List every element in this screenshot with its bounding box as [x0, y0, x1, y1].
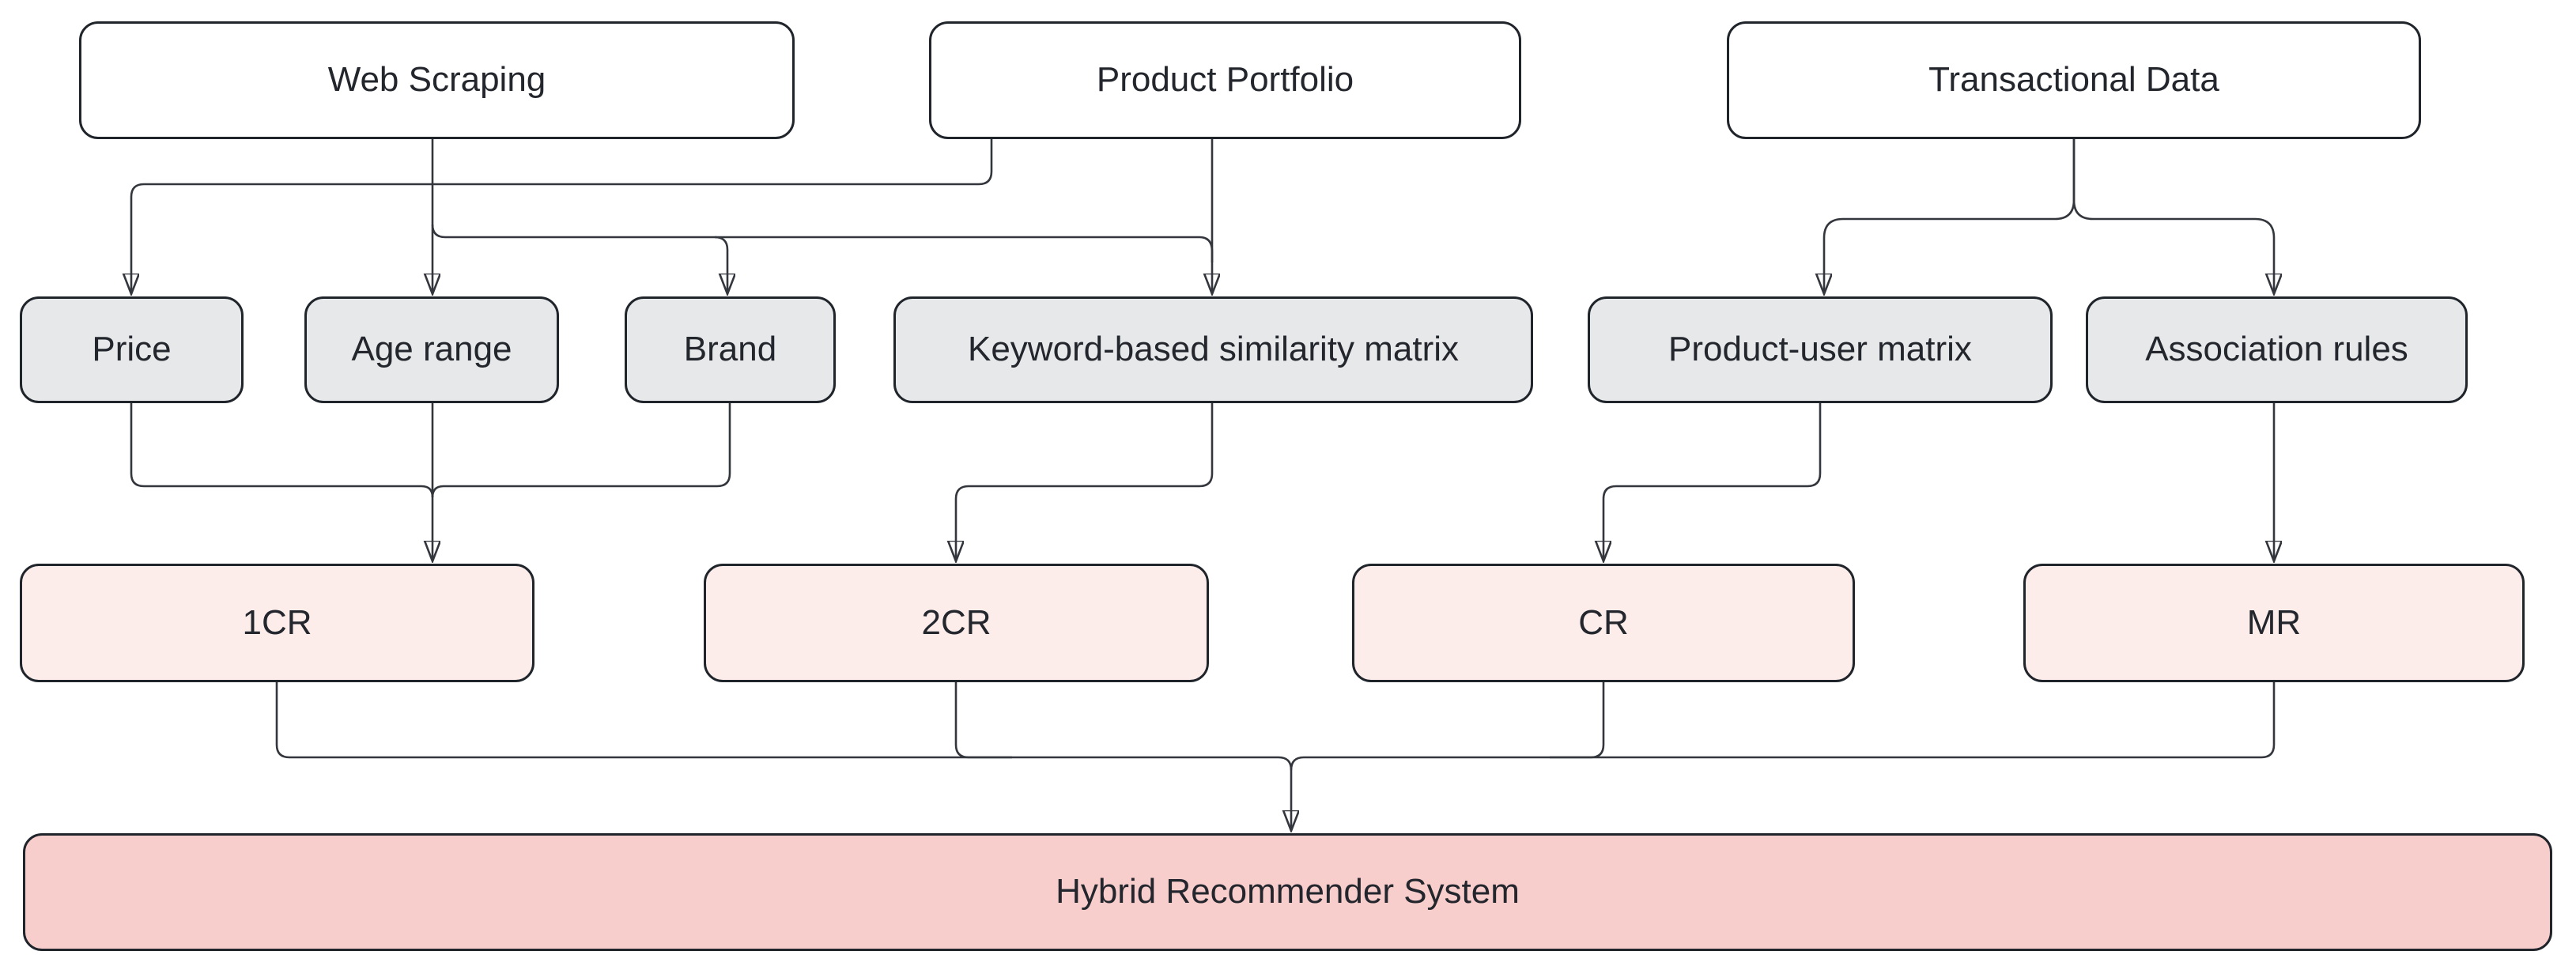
node-product-user-matrix[interactable]: Product-user matrix	[1588, 296, 2053, 403]
edge-transactional-data-to-association-rules	[2072, 139, 2274, 294]
node-web-scraping[interactable]: Web Scraping	[79, 21, 795, 139]
node-label: Hybrid Recommender System	[1056, 872, 1520, 911]
edge-product-portfolio-to-price	[131, 139, 993, 294]
node-label: Product-user matrix	[1668, 330, 1972, 369]
edge-2cr-to-hybrid	[954, 682, 1012, 759]
node-mr[interactable]: MR	[2023, 564, 2525, 682]
node-label: 2CR	[921, 602, 991, 642]
node-label: Product Portfolio	[1096, 60, 1354, 100]
node-brand[interactable]: Brand	[625, 296, 836, 403]
edge-product-user-matrix-to-cr	[1603, 403, 1822, 561]
node-label: Brand	[683, 330, 777, 369]
node-transactional-data[interactable]: Transactional Data	[1727, 21, 2421, 139]
node-product-portfolio[interactable]: Product Portfolio	[929, 21, 1521, 139]
node-label: Web Scraping	[327, 60, 546, 100]
edge-web-scraping-to-brand	[714, 236, 727, 294]
node-label: 1CR	[242, 602, 312, 642]
edge-transactional-data-to-product-user-matrix	[1824, 139, 2076, 294]
node-2cr[interactable]: 2CR	[704, 564, 1209, 682]
edge-price-to-1cr	[130, 403, 434, 498]
edge-web-scraping-branch-trunk	[431, 224, 1214, 262]
node-label: MR	[2246, 602, 2302, 642]
node-1cr[interactable]: 1CR	[20, 564, 534, 682]
node-label: Association rules	[2145, 330, 2408, 369]
edge-1cr-to-hybrid	[275, 682, 1291, 831]
node-price[interactable]: Price	[20, 296, 244, 403]
node-label: Price	[92, 330, 172, 369]
node-label: Keyword-based similarity matrix	[967, 330, 1460, 369]
node-association-rules[interactable]: Association rules	[2086, 296, 2468, 403]
node-age-range[interactable]: Age range	[304, 296, 559, 403]
node-cr[interactable]: CR	[1352, 564, 1855, 682]
node-keyword-based-similarity-matrix[interactable]: Keyword-based similarity matrix	[893, 296, 1533, 403]
node-label: Transactional Data	[1928, 60, 2219, 100]
edge-brand-to-1cr	[431, 403, 731, 498]
node-hybrid-recommender-system[interactable]: Hybrid Recommender System	[23, 833, 2552, 951]
edge-cr-to-hybrid	[1550, 682, 1605, 759]
edge-keyword-matrix-to-2cr	[956, 403, 1214, 561]
edge-mr-to-hybrid	[1290, 682, 2276, 771]
node-label: CR	[1578, 602, 1629, 642]
node-label: Age range	[351, 330, 512, 369]
